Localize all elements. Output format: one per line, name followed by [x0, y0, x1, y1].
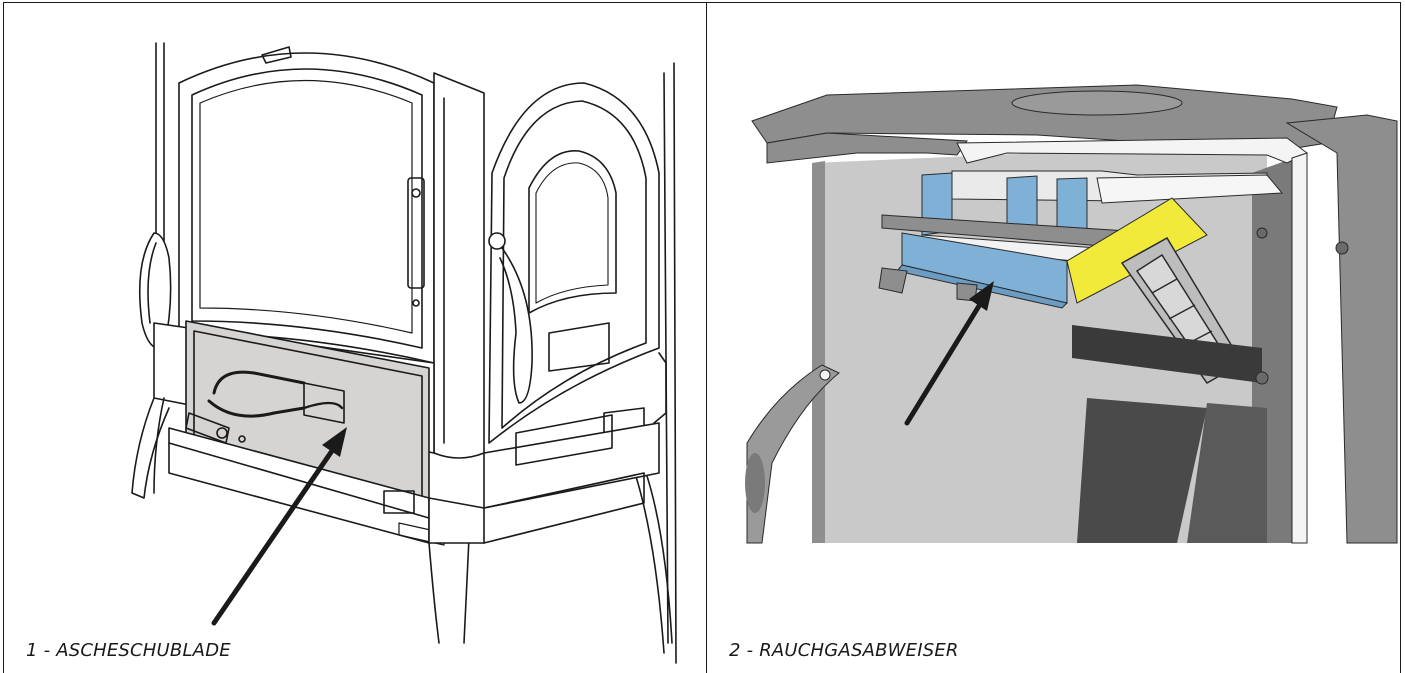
pointer-arrow [904, 281, 994, 426]
stove-ash-drawer-illustration [131, 42, 677, 664]
left-border [3, 2, 4, 673]
figure-caption-2: 2 - RAUCHGASABWEISER [729, 640, 959, 661]
right-border [1400, 2, 1401, 673]
figure-panel-1: 1 - ASCHESCHUBLADE [4, 3, 706, 673]
pointer-arrow [211, 427, 347, 626]
smoke-deflector-cutaway-illustration [745, 84, 1398, 544]
center-divider [706, 2, 707, 673]
figure-caption-1: 1 - ASCHESCHUBLADE [26, 640, 231, 661]
figure-grid [3, 0, 1401, 673]
figure-panel-2: 2 - RAUCHGASABWEISER [707, 3, 1401, 673]
top-rule [3, 2, 1401, 3]
